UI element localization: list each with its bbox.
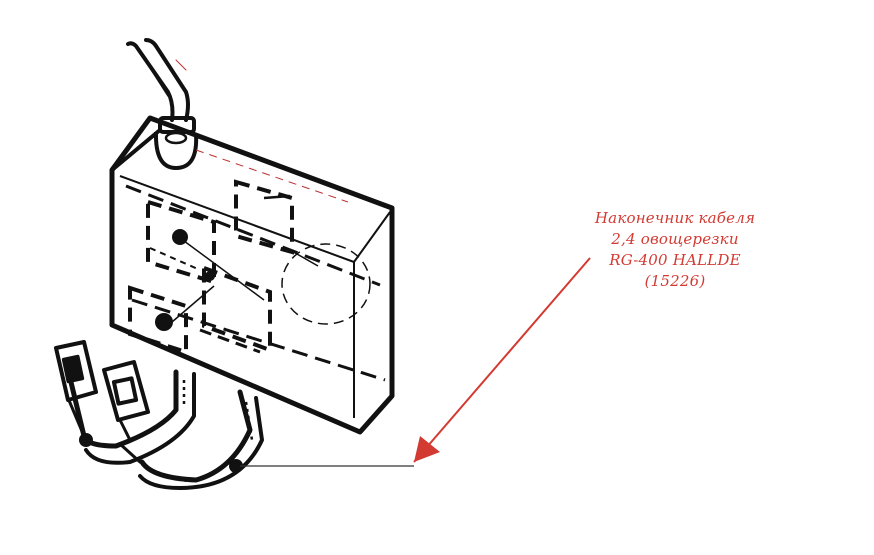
cable-gland (153, 116, 199, 171)
inner-wire (171, 237, 265, 323)
callout-label: Наконечник кабеля 2,4 овощерезки RG-400 … (560, 208, 790, 292)
arrow-head (414, 436, 440, 462)
callout-line-3: RG-400 HALLDE (609, 251, 741, 269)
terminal-box (109, 115, 395, 435)
round-component (281, 243, 371, 325)
screw-heads (155, 229, 215, 331)
ribbon-rivets (79, 433, 243, 473)
callout-line-4: (15226) (644, 272, 706, 290)
ribbon-markings (149, 380, 254, 484)
callout-line-2: 2,4 овощерезки (611, 230, 739, 248)
callout-pointer (240, 257, 591, 467)
callout-line-1: Наконечник кабеля (594, 209, 756, 227)
cable (126, 38, 190, 122)
terminal-connectors (54, 340, 150, 441)
